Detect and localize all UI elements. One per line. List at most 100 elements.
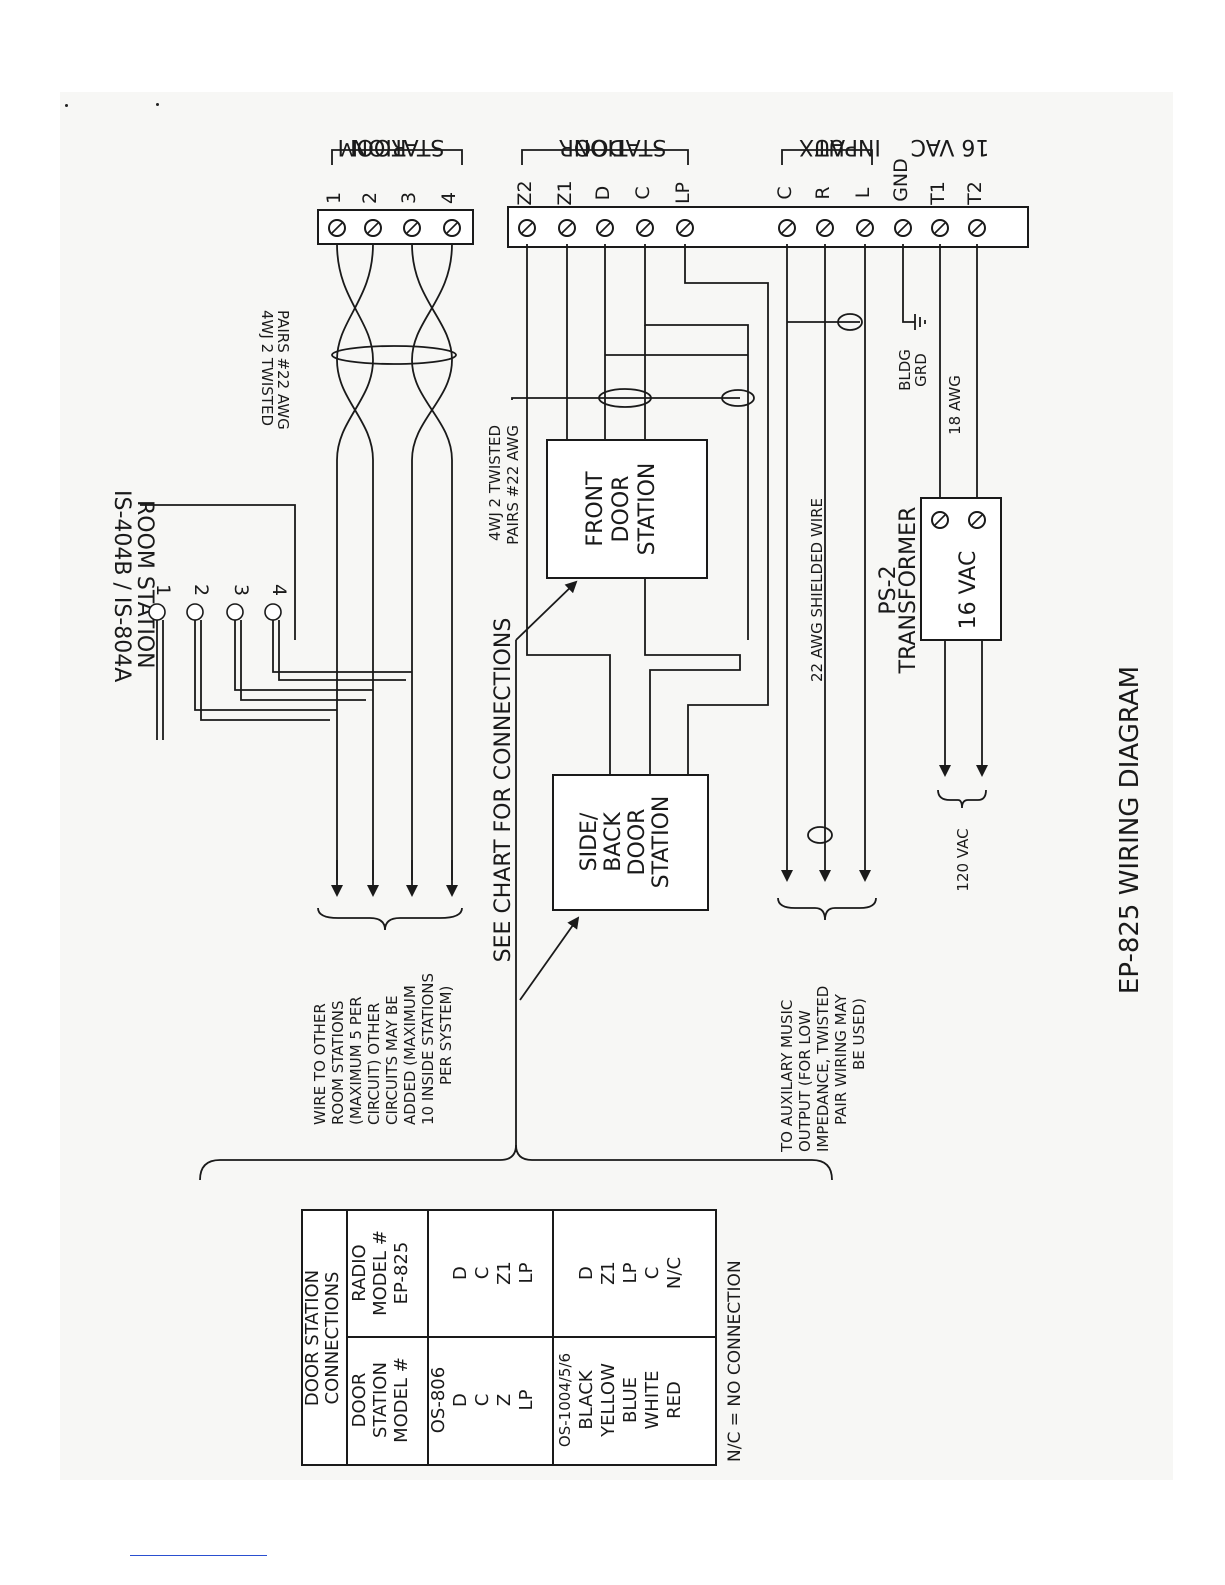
diagram-label: WHITE xyxy=(642,1370,663,1429)
diagram-label: STATION xyxy=(649,796,674,889)
diagram-label: BACK xyxy=(601,812,626,872)
wire-note: WIRE TO OTHER ROOM STATIONS (MAXIMUM 5 P… xyxy=(311,973,455,1125)
diagram-label: D xyxy=(592,186,614,201)
diagram-label: GND xyxy=(890,158,912,202)
room-station-label-2: STATION xyxy=(352,134,445,159)
diagram-label: L xyxy=(852,187,874,198)
table-title-1: DOOR STATION xyxy=(302,1270,323,1406)
room-device-label-2: ROOM STATION xyxy=(132,500,157,669)
vac-120-label: 120 VAC xyxy=(954,828,972,891)
diagram-label: STATION xyxy=(635,463,660,556)
ground-power-wiring xyxy=(902,244,988,777)
chart-brace xyxy=(199,1144,833,1181)
diagram-label: D xyxy=(450,1266,471,1280)
cable-door-label-2: PAIRS #22 AWG xyxy=(504,425,522,545)
door-station-label-2: STATION xyxy=(574,134,667,159)
transformer-label-1: PS-2 xyxy=(876,565,901,614)
diagram-label: T2 xyxy=(964,181,986,206)
room-twisted-pairs xyxy=(331,243,457,880)
see-chart-label: SEE CHART FOR CONNECTIONS xyxy=(491,618,516,963)
see-chart-pointers xyxy=(515,580,580,1152)
shielded-wire-label: 22 AWG SHIELDED WIRE xyxy=(808,498,826,682)
diagram-label: D xyxy=(450,1393,471,1407)
diagram-label: 4 xyxy=(268,584,290,596)
room-terminal-4: 4 xyxy=(438,192,460,204)
awg-18-label: 18 AWG xyxy=(946,375,964,435)
diagram-label: TO AUXILARY MUSIC xyxy=(778,1000,796,1153)
aux-note: TO AUXILARY MUSIC OUTPUT (FOR LOW IMPEDA… xyxy=(778,986,868,1153)
main-terminal-strip xyxy=(507,206,1029,248)
diagram-label: MODEL # xyxy=(391,1357,412,1443)
diagram-label: Z1 xyxy=(554,180,576,205)
aux-input-bracket xyxy=(781,149,873,165)
connections-table: DOOR STATION CONNECTIONS DOOR STATION MO… xyxy=(301,1209,745,1466)
door-station-bracket xyxy=(521,149,689,165)
scan-speck xyxy=(156,103,159,106)
diagram-label: Z1 xyxy=(598,1261,619,1285)
diagram-label: ADDED (MAXIMUM xyxy=(401,985,419,1125)
diagram-label: C xyxy=(774,186,796,199)
vac-120-brace xyxy=(937,789,987,809)
diagram-label: PER SYSTEM) xyxy=(437,986,455,1085)
main-terminal-labels: Z2 Z1 D C LP C R L GND T1 T2 xyxy=(514,158,986,206)
diagram-label: DOOR xyxy=(349,1373,370,1428)
group1-col1: D C Z LP xyxy=(450,1389,537,1410)
diagram-label: LP xyxy=(516,1389,537,1410)
transformer-label-2: TRANSFORMER xyxy=(896,507,921,675)
aux-output-brace xyxy=(777,897,877,921)
diagram-label: Z2 xyxy=(514,180,536,205)
side-back-door-station-box xyxy=(552,774,709,911)
diagram-label: (MAXIMUM 5 PER xyxy=(347,996,365,1125)
diagram-label: PAIR WIRING MAY xyxy=(832,993,850,1125)
room-terminal-labels: 1 2 3 4 xyxy=(323,192,460,204)
diagram-label: OUTPUT (FOR LOW xyxy=(796,1010,814,1152)
diagram-label: DOOR xyxy=(609,476,634,543)
diagram-label: WIRE TO OTHER xyxy=(311,1003,329,1125)
side-back-door-station-label: SIDE/ BACK DOOR STATION xyxy=(577,796,674,889)
bldg-label: BLDG xyxy=(896,349,914,391)
diagram-label: EP-825 xyxy=(391,1242,412,1305)
diagram-label: C xyxy=(642,1267,663,1280)
room-device-terminal-labels: 1 2 3 4 xyxy=(152,584,290,596)
front-door-station-label: FRONT DOOR STATION xyxy=(583,463,660,556)
diagram-title: EP-825 WIRING DIAGRAM xyxy=(1115,666,1145,994)
room-terminal-3: 3 xyxy=(398,192,420,204)
room-device-wiring xyxy=(140,504,412,740)
aux-input-wiring xyxy=(781,244,871,882)
diagram-label: FRONT xyxy=(583,471,608,547)
aux-input-label-1: AUX xyxy=(799,134,845,159)
diagram-label: IMPEDANCE, TWISTED xyxy=(814,986,832,1152)
room-terminal-2: 2 xyxy=(359,192,381,204)
diagram-label: R xyxy=(812,186,834,199)
room-wire-arrows xyxy=(331,860,458,897)
diagram-label: D xyxy=(576,1266,597,1280)
diagram-label: 1 xyxy=(152,584,174,596)
room-terminal-1: 1 xyxy=(323,192,345,204)
diagram-label: SIDE/ xyxy=(577,812,602,871)
diagram-label: CIRCUITS MAY BE xyxy=(383,995,401,1125)
diagram-label: T1 xyxy=(927,181,949,206)
room-device-terminals xyxy=(148,603,282,621)
group2-model: OS-1004/5/6 xyxy=(556,1353,574,1447)
table-title-2: CONNECTIONS xyxy=(322,1272,343,1405)
transformer-rating: 16 VAC xyxy=(956,551,981,630)
diagram-label: ROOM STATIONS xyxy=(329,1001,347,1126)
room-station-label-1: ROOM xyxy=(338,134,407,159)
diagram-label: RED xyxy=(664,1381,685,1419)
door-station-label-1: DOOR xyxy=(559,134,626,159)
diagram-label: YELLOW xyxy=(598,1363,619,1438)
diagram-label: N/C xyxy=(664,1257,685,1289)
diagram-label: RADIO xyxy=(349,1244,370,1301)
footer-link-underline xyxy=(130,1555,267,1556)
cable-room-label-1: 4WJ 2 TWISTED xyxy=(258,310,276,426)
room-wires-brace xyxy=(317,907,463,931)
diagram-label: 10 INSIDE STATIONS xyxy=(419,973,437,1125)
group1-col2: D C Z1 LP xyxy=(450,1261,537,1285)
group2-col1: BLACK YELLOW BLUE WHITE RED xyxy=(576,1363,685,1438)
scan-speck xyxy=(65,104,68,107)
diagram-label: Z1 xyxy=(494,1261,515,1285)
table-col2-header: RADIO MODEL # EP-825 xyxy=(349,1230,412,1316)
diagram-label: DOOR xyxy=(625,809,650,876)
diagram-label: LP xyxy=(672,182,694,204)
